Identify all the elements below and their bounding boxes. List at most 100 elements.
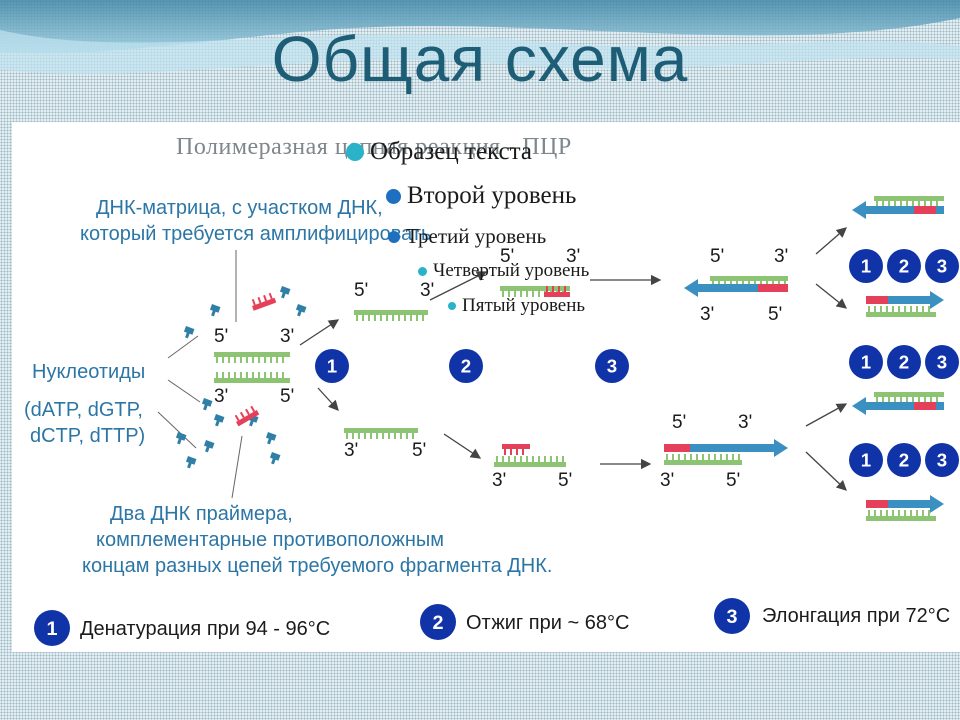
primers-label-line3: концам разных цепей требуемого фрагмента…	[82, 555, 553, 577]
annealed-strand-bottom	[494, 456, 566, 467]
legend-elongation: Элонгация при 72°C	[762, 605, 951, 627]
nucleotide-icon	[213, 413, 225, 427]
product-new-strand	[866, 291, 944, 309]
arrow-next-2	[815, 283, 848, 309]
primer-segment	[866, 500, 888, 508]
diagram-panel	[12, 122, 960, 652]
step-circle-2: 2	[449, 349, 483, 383]
nucleotides-list-line2: dCTP, dTTP)	[30, 425, 146, 447]
elong-new-strand-top	[684, 279, 788, 297]
step-circle-1: 1	[315, 349, 349, 383]
step-number: 3	[937, 351, 947, 372]
pointer-nucleotides-a	[167, 335, 199, 359]
arrow-next-4	[805, 451, 847, 491]
bullet-dot-icon	[418, 266, 427, 276]
legend-circle-3: 3	[714, 598, 750, 634]
arrow-next-1	[815, 227, 847, 255]
next-cycle-step-1: 1	[849, 443, 883, 477]
end-label: 3'	[566, 246, 581, 267]
pointer-nucleotides-c	[157, 411, 197, 449]
nucleotide-icon	[279, 285, 291, 299]
step-number: 3	[726, 606, 737, 628]
end-label: 5'	[214, 326, 229, 347]
product-template	[866, 510, 936, 521]
next-cycle-step-2: 2	[887, 345, 921, 379]
single-strand-top	[354, 310, 428, 321]
bullet-dot-icon	[448, 302, 456, 310]
product-template	[874, 392, 944, 403]
step-number: 2	[461, 355, 471, 376]
primer-segment	[758, 284, 788, 292]
primer-segment	[866, 296, 888, 304]
primer-segment	[664, 444, 690, 452]
primers-label-line1: Два ДНК праймера,	[110, 503, 293, 525]
bullet-level-4: Четвертый уровень	[418, 260, 589, 282]
product-new-strand	[866, 495, 944, 513]
bullet-level-5: Пятый уровень	[448, 295, 585, 317]
end-label: 3'	[738, 412, 753, 433]
nucleotide-icon	[269, 451, 281, 465]
primer-segment	[914, 206, 936, 214]
nucleotides-list-line1: (dATP, dGTP,	[24, 399, 143, 421]
nucleotide-icon	[185, 456, 197, 469]
step-number: 3	[607, 355, 617, 376]
diagram-title: Полимеразная цепная реакция - ПЦР	[176, 134, 572, 160]
step-number: 2	[432, 612, 443, 634]
arrow-anneal-bottom	[443, 433, 482, 459]
nucleotides-label: Нуклеотиды	[32, 361, 146, 383]
legend-denaturation: Денатурация при 94 - 96°C	[80, 618, 331, 640]
end-label: 3'	[774, 246, 789, 267]
bullet-text: Образец текста	[370, 138, 532, 165]
nucleotide-icon	[183, 326, 195, 339]
step-number: 3	[937, 449, 947, 470]
nucleotide-icon	[265, 432, 277, 445]
legend-circle-1: 1	[34, 610, 70, 646]
bullet-text: Пятый уровень	[462, 295, 586, 316]
end-label: 3'	[420, 280, 435, 301]
primer-top	[544, 286, 570, 297]
legend-annealing: Отжиг при ~ 68°C	[466, 612, 630, 634]
elong-template-bottom	[664, 454, 742, 465]
next-cycle-step-1: 1	[849, 345, 883, 379]
template-strand-bottom	[214, 372, 290, 383]
bullet-dot-icon	[386, 188, 401, 204]
step-number: 1	[861, 449, 871, 470]
end-label: 5'	[500, 246, 515, 267]
primers-label-line2: комплементарные противоположным	[96, 529, 445, 551]
arrow-to-bottom-strand	[317, 387, 339, 411]
end-label: 5'	[558, 470, 573, 491]
step-number: 1	[861, 351, 871, 372]
template-strand-top	[214, 352, 290, 363]
end-label: 5'	[672, 412, 687, 433]
template-label-line1: ДНК-матрица, с участком ДНК,	[96, 197, 383, 219]
step-number: 3	[937, 255, 947, 276]
free-primer-icon	[234, 405, 260, 427]
step-number: 2	[899, 255, 909, 276]
bullet-text: Второй уровень	[407, 182, 577, 209]
end-label: 5'	[412, 440, 427, 461]
end-label: 3'	[280, 326, 295, 347]
primer-bottom	[502, 444, 530, 455]
step-number: 1	[46, 618, 57, 640]
nucleotide-icon	[203, 440, 215, 453]
bullet-level-3: Третий уровень	[388, 224, 546, 249]
end-label: 5'	[768, 304, 783, 325]
next-cycle-step-3: 3	[925, 443, 959, 477]
primer-segment	[914, 402, 936, 410]
slide-title: Общая схема	[271, 23, 689, 95]
nucleotide-icon	[209, 303, 221, 317]
header-wave	[0, 0, 960, 75]
bullet-level-2: Второй уровень	[386, 182, 576, 210]
product-new-strand	[852, 201, 944, 219]
next-cycle-step-2: 2	[887, 249, 921, 283]
step-number: 1	[327, 355, 337, 376]
step-number: 2	[899, 449, 909, 470]
end-label: 5'	[354, 280, 369, 301]
product-template	[866, 306, 936, 317]
template-label-line2: который требуется амплифицировать	[80, 223, 432, 245]
bullet-dot-icon	[346, 143, 364, 161]
next-cycle-step-3: 3	[925, 345, 959, 379]
nucleotide-icon	[201, 397, 213, 411]
end-label: 3'	[700, 304, 715, 325]
